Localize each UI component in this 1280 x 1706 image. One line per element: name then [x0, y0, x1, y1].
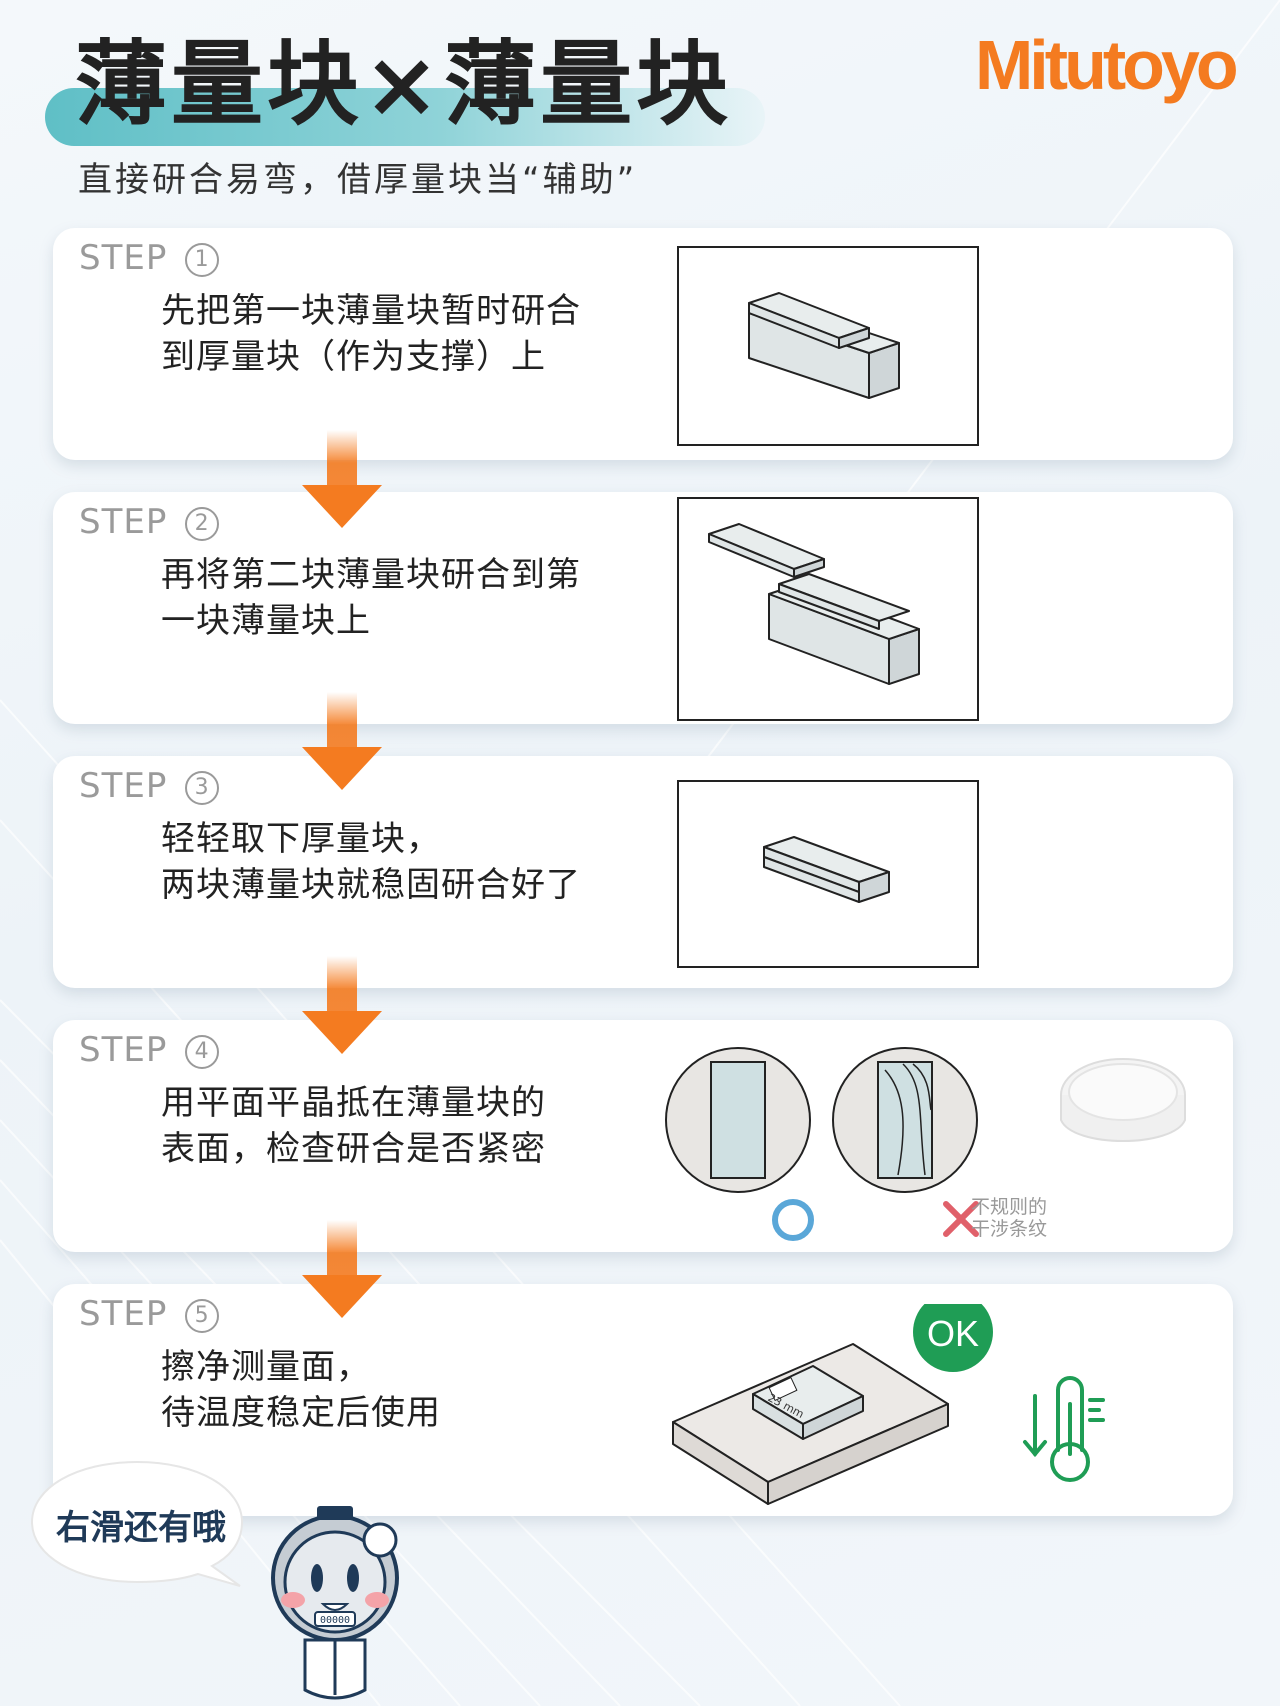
step-2-illustration: [677, 497, 979, 721]
step-card-4: STEP 4 用平面平晶抵在薄量块的表面，检查研合是否紧密 不规则的干涉条纹: [53, 1020, 1233, 1252]
bad-contact-diagram: [832, 1047, 978, 1193]
step-label: STEP 5: [79, 1294, 220, 1334]
title-block: 薄量块×薄量块: [45, 30, 775, 150]
ok-badge: OK: [913, 1304, 993, 1372]
cross-ng-icon: [943, 1201, 979, 1237]
step-description: 轻轻取下厚量块，两块薄量块就稳固研合好了: [161, 819, 581, 905]
step-label: STEP 1: [79, 238, 220, 278]
gauge-block-box: [752, 1365, 864, 1440]
brand-logo: Mitutoyo: [975, 26, 1239, 104]
step-5-illustration: 23 mm OK: [672, 1304, 1105, 1505]
step-number: 2: [185, 506, 220, 541]
step-label: STEP 4: [79, 1030, 220, 1070]
circle-ok-icon: [772, 1199, 814, 1241]
good-contact-diagram: [665, 1047, 811, 1193]
interference-note: 不规则的干涉条纹: [971, 1196, 1048, 1240]
step-number: 4: [185, 1034, 220, 1069]
arrow-down-icon: [302, 1220, 382, 1318]
mascot-character: 00000: [271, 1506, 399, 1700]
arrow-down-icon: [302, 692, 382, 790]
step-card-3: STEP 3 轻轻取下厚量块，两块薄量块就稳固研合好了: [53, 756, 1233, 988]
step-description: 用平面平晶抵在薄量块的表面，检查研合是否紧密: [161, 1083, 546, 1169]
step-number: 1: [185, 242, 220, 277]
step-description: 擦净测量面，待温度稳定后使用: [161, 1347, 441, 1433]
step-label: STEP 2: [79, 502, 220, 542]
title-highlight-bar: [45, 88, 765, 146]
svg-text:OK: OK: [927, 1313, 979, 1354]
step-1-illustration: [677, 246, 979, 446]
speech-bubble[interactable]: [28, 1458, 246, 1588]
page-subtitle: 直接研合易弯，借厚量块当“辅助”: [78, 160, 638, 200]
step-description: 再将第二块薄量块研合到第一块薄量块上: [161, 555, 581, 641]
step-description: 先把第一块薄量块暂时研合到厚量块（作为支撑）上: [161, 291, 581, 377]
step-card-2: STEP 2 再将第二块薄量块研合到第一块薄量块上: [53, 492, 1233, 724]
swipe-hint-text[interactable]: 右滑还有哦: [56, 1508, 226, 1548]
step-number: 3: [185, 770, 220, 805]
step-card-5: STEP 5 擦净测量面，待温度稳定后使用 23 mm OK: [53, 1284, 1233, 1516]
step-3-illustration: [677, 780, 979, 968]
arrow-down-icon: [302, 956, 382, 1054]
arrow-down-icon: [302, 430, 382, 528]
step-label: STEP 3: [79, 766, 220, 806]
page-title: 薄量块×薄量块: [75, 31, 733, 138]
step-card-1: STEP 1 先把第一块薄量块暂时研合到厚量块（作为支撑）上: [53, 228, 1233, 460]
step-4-illustration: [665, 1047, 1186, 1241]
optical-flat-icon: [1060, 1058, 1186, 1142]
step-number: 5: [185, 1298, 220, 1333]
mascot-badge: 00000: [320, 1615, 350, 1626]
thermometer-icon: [1023, 1376, 1105, 1482]
